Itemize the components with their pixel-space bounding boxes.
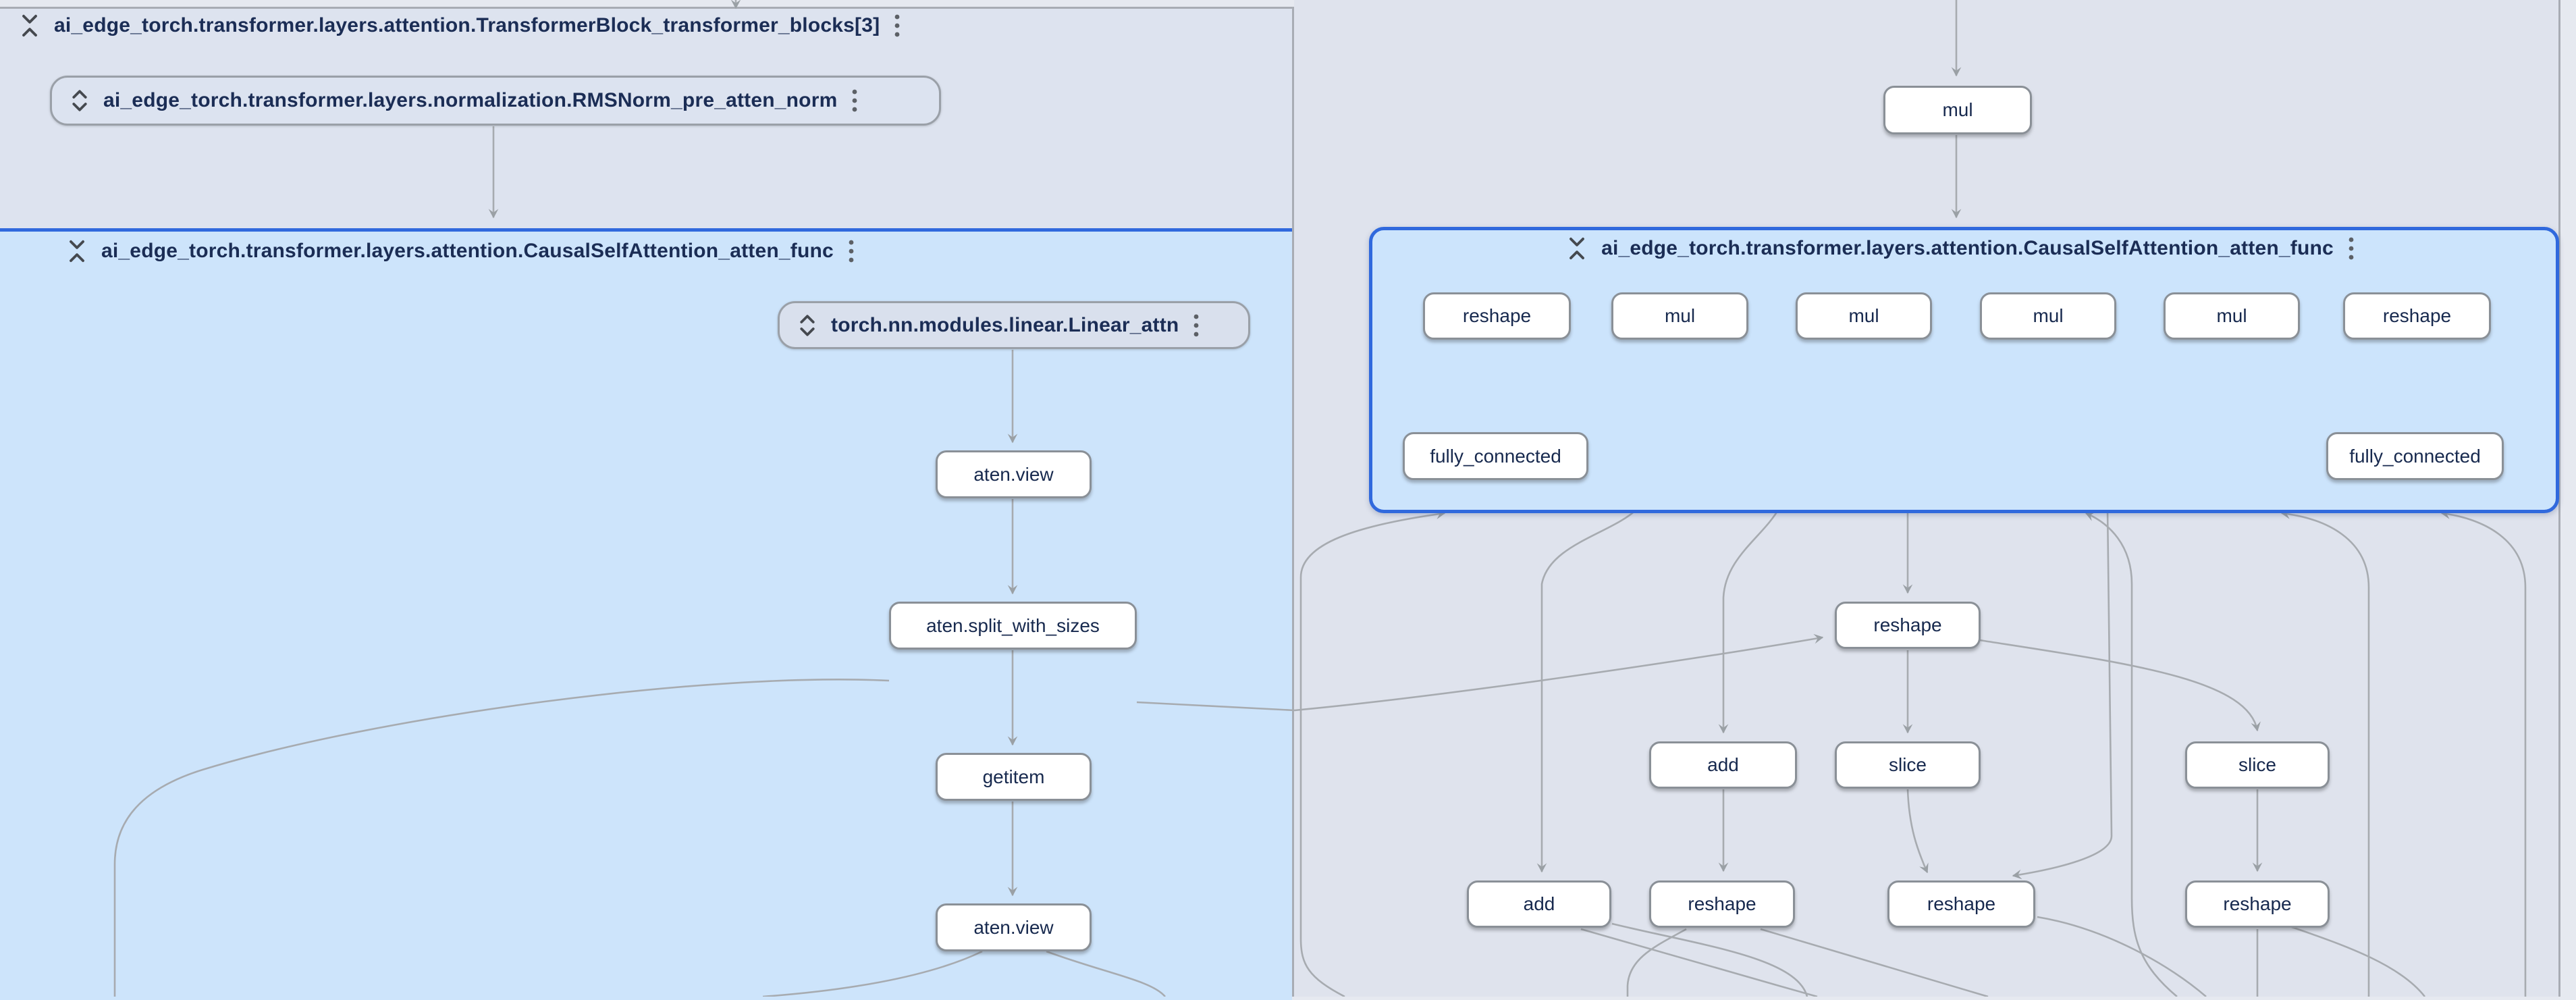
region-boundary-divider: [1292, 7, 1294, 997]
unfold-less-icon[interactable]: [19, 14, 41, 38]
node-reshape-c-b1[interactable]: reshape: [1649, 880, 1795, 928]
node-label: reshape: [1688, 893, 1756, 914]
node-getitem[interactable]: getitem: [936, 753, 1092, 801]
kebab-menu-icon[interactable]: [1192, 312, 1200, 339]
node-fully-connected-2[interactable]: fully_connected: [2326, 432, 2504, 480]
node-reshape-d1[interactable]: reshape: [1423, 292, 1571, 340]
node-label: reshape: [2223, 893, 2292, 914]
node-aten-view-2[interactable]: aten.view: [936, 903, 1092, 951]
node-fully-connected-1[interactable]: fully_connected: [1403, 432, 1588, 480]
causal-self-attention-right-title[interactable]: ai_edge_torch.transformer.layers.attenti…: [1601, 237, 2334, 259]
node-mul-d2[interactable]: mul: [1796, 292, 1932, 340]
causal-self-attention-left-header: ai_edge_torch.transformer.layers.attenti…: [66, 238, 855, 265]
unfold-more-icon[interactable]: [797, 313, 817, 338]
transformer-block-header: ai_edge_torch.transformer.layers.attenti…: [19, 12, 901, 39]
node-add-c[interactable]: add: [1649, 741, 1797, 789]
node-slice-1[interactable]: slice: [1835, 741, 1981, 789]
kebab-menu-icon[interactable]: [847, 238, 855, 265]
node-label: reshape: [1462, 305, 1532, 326]
kebab-menu-icon[interactable]: [893, 12, 901, 39]
causal-self-attention-right-header: ai_edge_torch.transformer.layers.attenti…: [1369, 235, 2552, 262]
node-label: aten.view: [973, 916, 1054, 938]
group-node-linear-attn[interactable]: torch.nn.modules.linear.Linear_attn: [778, 301, 1250, 349]
node-add-c-bottom[interactable]: add: [1467, 880, 1611, 928]
node-label: reshape: [1873, 614, 1942, 635]
kebab-menu-icon[interactable]: [851, 87, 859, 114]
transformer-block-title[interactable]: ai_edge_torch.transformer.layers.attenti…: [54, 14, 880, 36]
node-label: mul: [1848, 305, 1879, 326]
node-label: getitem: [982, 766, 1045, 787]
node-aten-view[interactable]: aten.view: [936, 450, 1092, 498]
node-label: mul: [2033, 305, 2064, 326]
node-label: add: [1707, 754, 1739, 775]
node-reshape-c-b2[interactable]: reshape: [1887, 880, 2035, 928]
node-slice-2[interactable]: slice: [2185, 741, 2330, 789]
rmsnorm-title: ai_edge_torch.transformer.layers.normali…: [103, 89, 838, 111]
unfold-more-icon[interactable]: [70, 88, 90, 113]
node-label: mul: [2216, 305, 2247, 326]
node-label: add: [1523, 893, 1555, 914]
node-label: reshape: [1927, 893, 1996, 914]
node-reshape-c-b3[interactable]: reshape: [2185, 880, 2330, 928]
kebab-menu-icon[interactable]: [2347, 235, 2355, 262]
node-label: fully_connected: [2349, 445, 2481, 467]
node-label: mul: [1942, 99, 1973, 120]
node-reshape-d2[interactable]: reshape: [2343, 292, 2491, 340]
node-label: mul: [1664, 305, 1696, 326]
node-mul-top[interactable]: mul: [1883, 86, 2032, 134]
right-region-border: [2558, 0, 2560, 997]
node-mul-d1[interactable]: mul: [1611, 292, 1748, 340]
unfold-less-icon[interactable]: [1566, 236, 1588, 261]
node-label: slice: [1888, 754, 1927, 775]
node-mul-d3[interactable]: mul: [1980, 292, 2116, 340]
node-mul-d4[interactable]: mul: [2164, 292, 2300, 340]
group-node-rmsnorm[interactable]: ai_edge_torch.transformer.layers.normali…: [50, 76, 941, 126]
node-aten-split-with-sizes[interactable]: aten.split_with_sizes: [889, 602, 1137, 650]
node-label: fully_connected: [1430, 445, 1561, 467]
node-label: slice: [2238, 754, 2276, 775]
node-label: reshape: [2382, 305, 2452, 326]
linear-attn-title: torch.nn.modules.linear.Linear_attn: [831, 313, 1179, 336]
node-label: aten.view: [973, 463, 1054, 485]
causal-self-attention-left-title[interactable]: ai_edge_torch.transformer.layers.attenti…: [101, 240, 834, 262]
node-reshape-c-top[interactable]: reshape: [1835, 602, 1981, 649]
unfold-less-icon[interactable]: [66, 239, 88, 263]
node-label: aten.split_with_sizes: [926, 614, 1100, 636]
